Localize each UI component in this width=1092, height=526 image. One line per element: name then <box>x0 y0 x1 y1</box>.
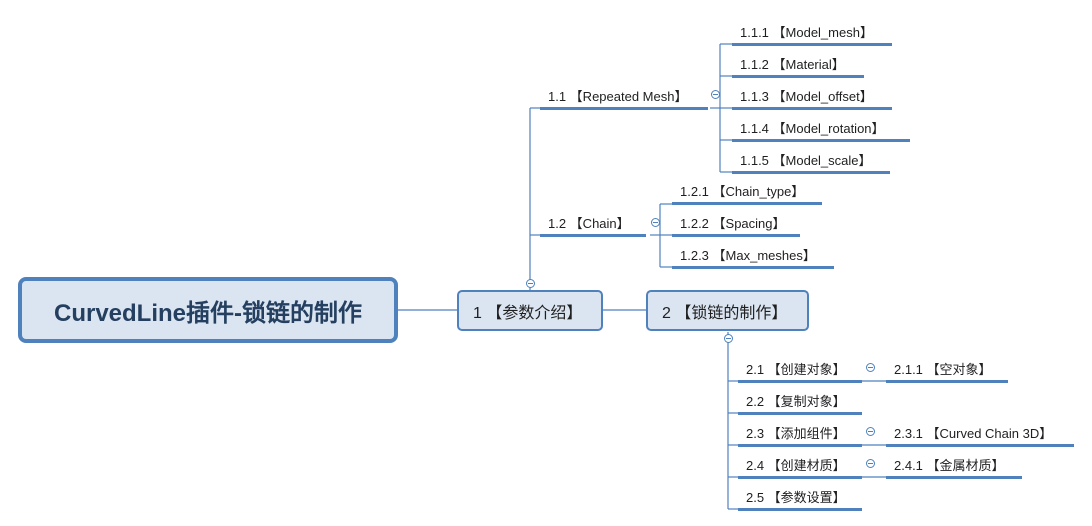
collapse-icon[interactable] <box>866 459 875 468</box>
collapse-icon[interactable] <box>526 279 535 288</box>
subtopic-chain[interactable]: 1.2 【Chain】 <box>540 211 646 237</box>
collapse-icon[interactable] <box>651 218 660 227</box>
leaf-empty-object[interactable]: 2.1.1 【空对象】 <box>886 357 1008 383</box>
topic-parameters[interactable]: 1 【参数介绍】 <box>457 290 603 331</box>
leaf-label: 1.1.1 【Model_mesh】 <box>740 25 873 40</box>
leaf-chain-type[interactable]: 1.2.1 【Chain_type】 <box>672 179 822 205</box>
collapse-icon[interactable] <box>866 427 875 436</box>
topic-parameters-label: 1 【参数介绍】 <box>473 304 583 322</box>
leaf-curved-chain-3d[interactable]: 2.3.1 【Curved Chain 3D】 <box>886 421 1074 447</box>
leaf-label: 2.4.1 【金属材质】 <box>894 458 1005 473</box>
leaf-label: 1.1.2 【Material】 <box>740 57 845 72</box>
subtopic-label: 2.1 【创建对象】 <box>746 362 846 377</box>
subtopic-label: 2.3 【添加组件】 <box>746 426 846 441</box>
subtopic-label: 2.2 【复制对象】 <box>746 394 846 409</box>
leaf-label: 1.1.5 【Model_scale】 <box>740 153 872 168</box>
subtopic-add-component[interactable]: 2.3 【添加组件】 <box>738 421 862 447</box>
subtopic-repeated-mesh[interactable]: 1.1 【Repeated Mesh】 <box>540 84 708 110</box>
leaf-label: 1.2.3 【Max_meshes】 <box>680 248 816 263</box>
leaf-spacing[interactable]: 1.2.2 【Spacing】 <box>672 211 800 237</box>
topic-chain-making[interactable]: 2 【锁链的制作】 <box>646 290 809 331</box>
leaf-metal-material[interactable]: 2.4.1 【金属材质】 <box>886 453 1022 479</box>
leaf-label: 1.2.2 【Spacing】 <box>680 216 786 231</box>
subtopic-copy-object[interactable]: 2.2 【复制对象】 <box>738 389 862 415</box>
root-topic[interactable]: CurvedLine插件-锁链的制作 <box>18 277 398 343</box>
leaf-model-offset[interactable]: 1.1.3 【Model_offset】 <box>732 84 892 110</box>
subtopic-create-material[interactable]: 2.4 【创建材质】 <box>738 453 862 479</box>
root-title: CurvedLine插件-锁链的制作 <box>53 299 362 327</box>
leaf-material[interactable]: 1.1.2 【Material】 <box>732 52 864 78</box>
subtopic-label: 2.4 【创建材质】 <box>746 458 846 473</box>
leaf-label: 2.3.1 【Curved Chain 3D】 <box>894 426 1053 441</box>
collapse-icon[interactable] <box>711 90 720 99</box>
leaf-model-mesh[interactable]: 1.1.1 【Model_mesh】 <box>732 20 892 46</box>
topic-chain-making-label: 2 【锁链的制作】 <box>662 304 788 322</box>
leaf-label: 2.1.1 【空对象】 <box>894 362 992 377</box>
collapse-icon[interactable] <box>724 334 733 343</box>
subtopic-label: 1.1 【Repeated Mesh】 <box>548 89 688 104</box>
subtopic-label: 1.2 【Chain】 <box>548 216 630 231</box>
leaf-label: 1.2.1 【Chain_type】 <box>680 184 805 199</box>
leaf-model-rotation[interactable]: 1.1.4 【Model_rotation】 <box>732 116 910 142</box>
leaf-label: 1.1.4 【Model_rotation】 <box>740 121 885 136</box>
leaf-model-scale[interactable]: 1.1.5 【Model_scale】 <box>732 148 890 174</box>
leaf-label: 1.1.3 【Model_offset】 <box>740 89 873 104</box>
subtopic-create-object[interactable]: 2.1 【创建对象】 <box>738 357 862 383</box>
leaf-max-meshes[interactable]: 1.2.3 【Max_meshes】 <box>672 243 834 269</box>
collapse-icon[interactable] <box>866 363 875 372</box>
subtopic-parameter-settings[interactable]: 2.5 【参数设置】 <box>738 485 862 511</box>
subtopic-label: 2.5 【参数设置】 <box>746 490 846 505</box>
